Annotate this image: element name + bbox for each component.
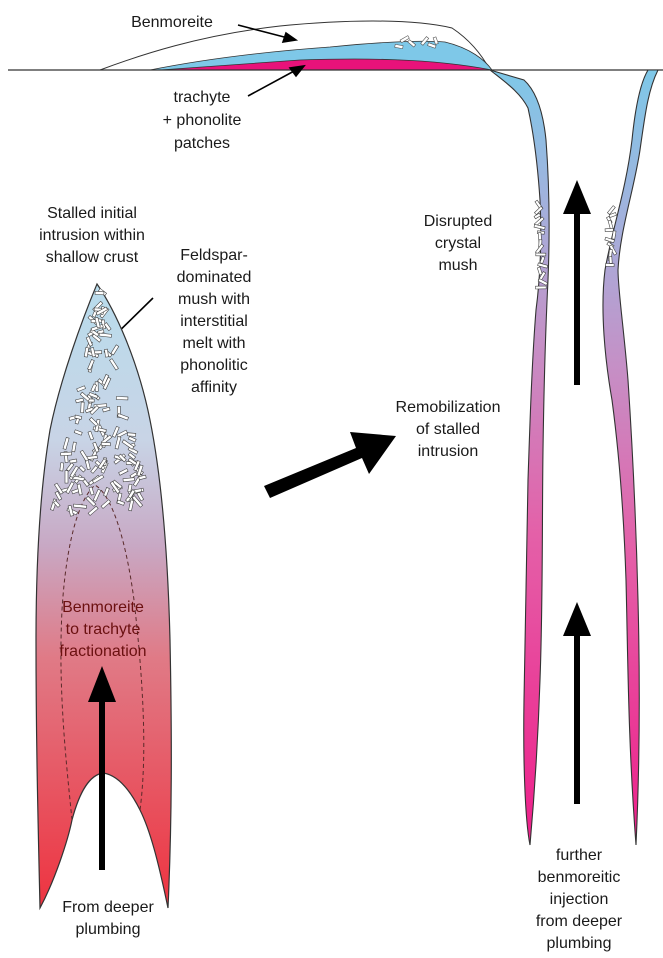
label-fractionation-2: to trachyte (66, 621, 141, 638)
label-fractionation-3: fractionation (59, 643, 146, 660)
upward-arrow-conduit-upper (563, 180, 591, 385)
label-remobilization-1: Remobilization (396, 399, 501, 416)
label-disrupted-3: mush (438, 257, 477, 274)
feldspar-crystal (116, 396, 128, 399)
label-further-4: from deeper (536, 913, 623, 930)
label-stalled-1: Stalled initial (47, 205, 137, 222)
label-further-2: benmoreitic (538, 869, 621, 886)
label-feldspar-5: melt with (182, 335, 245, 352)
label-disrupted-1: Disrupted (424, 213, 492, 230)
disrupted-crystal (535, 286, 546, 289)
feldspar-crystal (60, 463, 64, 471)
label-phonolite: + phonolite (163, 112, 242, 129)
surface-edifice (8, 21, 663, 70)
label-feldspar-7: affinity (191, 379, 237, 396)
label-benmoreite: Benmoreite (131, 14, 213, 31)
label-feldspar-4: interstitial (180, 313, 248, 330)
label-stalled-3: shallow crust (46, 249, 139, 266)
feldspar-crystal (104, 349, 108, 357)
label-feldspar-1: Feldspar- (180, 247, 248, 264)
label-deeper-1: From deeper (62, 899, 154, 916)
feldspar-crystal (95, 291, 104, 294)
label-stalled-2: intrusion within (39, 227, 145, 244)
conduit-left-wall (490, 70, 549, 845)
label-remobilization-2: of stalled (416, 421, 480, 438)
label-further-1: further (556, 847, 603, 864)
label-feldspar-6: phonolitic (180, 357, 248, 374)
label-patches: patches (174, 135, 230, 152)
disrupted-crystal (609, 257, 612, 264)
feldspar-crystal (81, 402, 85, 413)
label-deeper-2: plumbing (76, 921, 141, 938)
disrupted-crystal (606, 263, 615, 266)
label-further-5: plumbing (547, 935, 612, 952)
conduit-right-wall (603, 70, 658, 845)
label-fractionation-1: Benmoreite (62, 599, 144, 616)
feldspar-crystal (101, 442, 110, 446)
label-feldspar-2: dominated (177, 269, 252, 286)
disrupted-crystal (536, 253, 546, 256)
label-remobilization-3: intrusion (418, 443, 478, 460)
remobilization-arrow (264, 432, 396, 498)
feldspar-crystal (127, 433, 135, 437)
label-trachyte: trachyte (174, 89, 231, 106)
label-disrupted-2: crystal (435, 235, 481, 252)
upward-arrow-conduit-lower (563, 602, 591, 804)
disrupted-crystal (605, 228, 613, 231)
disrupted-crystal (534, 213, 541, 219)
label-further-3: injection (550, 891, 609, 908)
feldspar-crystal (65, 471, 68, 483)
label-feldspar-3: mush with (178, 291, 250, 308)
feldspar-crystal (61, 452, 72, 456)
